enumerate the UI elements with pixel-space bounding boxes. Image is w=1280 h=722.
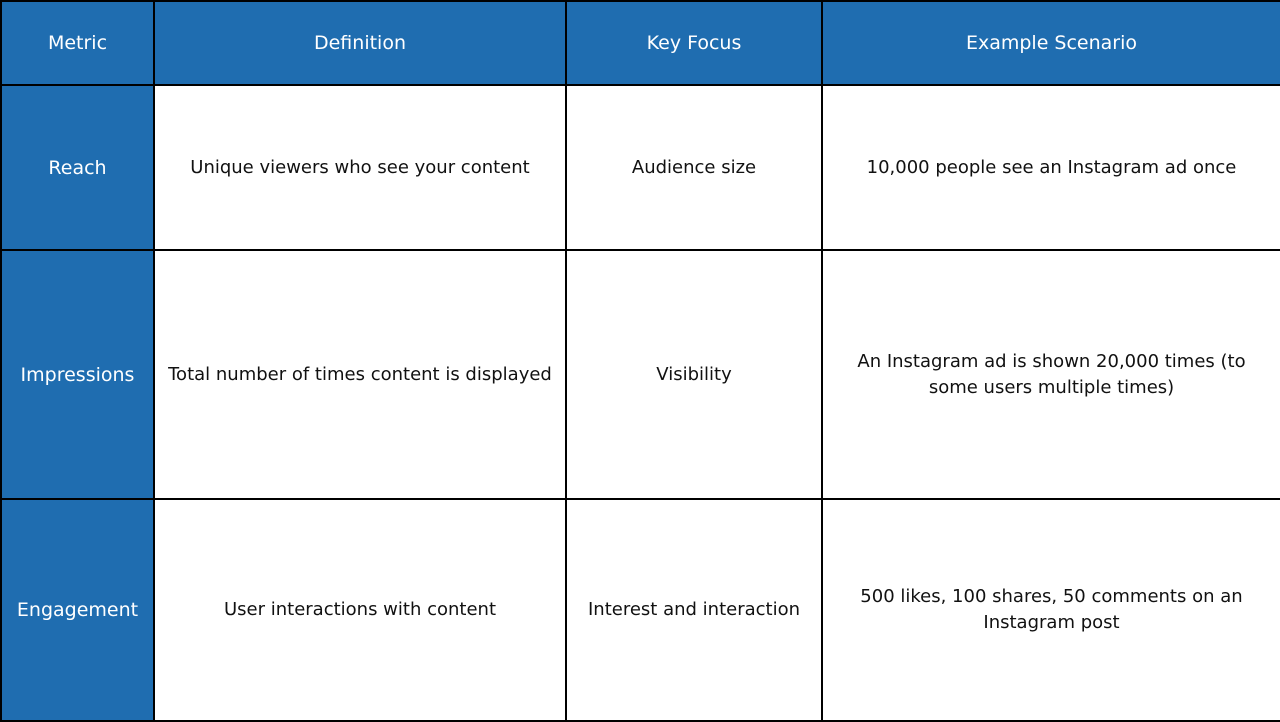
metric-cell: Impressions	[0, 249, 155, 500]
table-row: Impressions Total number of times conten…	[0, 249, 1280, 500]
focus-cell: Visibility	[565, 249, 823, 500]
table-row: Engagement User interactions with conten…	[0, 498, 1280, 722]
example-cell: 500 likes, 100 shares, 50 comments on an…	[821, 498, 1280, 722]
example-cell: An Instagram ad is shown 20,000 times (t…	[821, 249, 1280, 500]
header-metric: Metric	[0, 0, 155, 86]
example-cell: 10,000 people see an Instagram ad once	[821, 84, 1280, 251]
definition-cell: Unique viewers who see your content	[153, 84, 567, 251]
focus-cell: Audience size	[565, 84, 823, 251]
focus-cell: Interest and interaction	[565, 498, 823, 722]
header-row: Metric Definition Key Focus Example Scen…	[0, 0, 1280, 86]
header-key-focus: Key Focus	[565, 0, 823, 86]
definition-cell: User interactions with content	[153, 498, 567, 722]
header-definition: Definition	[153, 0, 567, 86]
metric-cell: Reach	[0, 84, 155, 251]
table-row: Reach Unique viewers who see your conten…	[0, 84, 1280, 251]
definition-cell: Total number of times content is display…	[153, 249, 567, 500]
metric-cell: Engagement	[0, 498, 155, 722]
header-example-scenario: Example Scenario	[821, 0, 1280, 86]
